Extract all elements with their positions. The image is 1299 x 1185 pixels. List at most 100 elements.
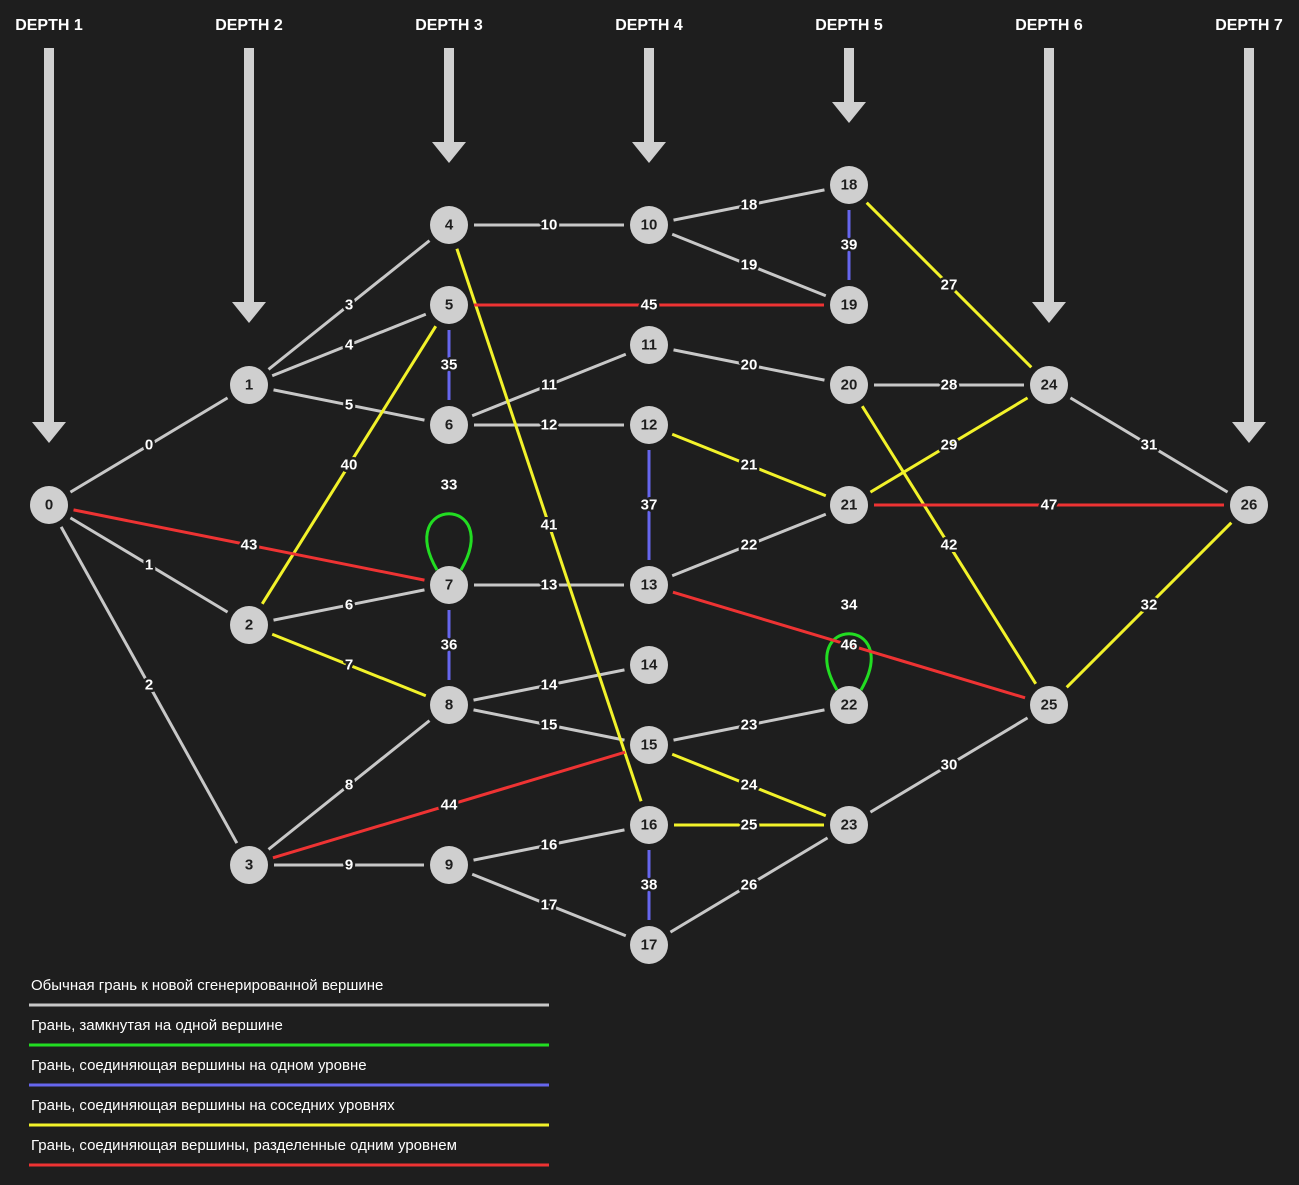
node-circle [430,406,468,444]
node-circle [1030,366,1068,404]
node-label: 6 [445,417,453,434]
node-circle [630,566,668,604]
edge-label-43: 43 [241,537,258,554]
node-label: 5 [445,297,453,314]
node-label: 12 [641,417,658,434]
edge-label-23: 23 [741,717,758,734]
edge-label-33: 33 [441,477,458,494]
node-label: 26 [1241,497,1258,514]
legend-label: Обычная грань к новой сгенерированной ве… [31,977,383,994]
edge-label-3: 3 [345,297,353,314]
edge-1 [69,516,229,614]
depth-label-3: DEPTH 3 [415,17,483,34]
legend-label: Грань, соединяющая вершины на одном уров… [31,1057,367,1074]
node-circle [630,926,668,964]
down-arrow-icon [1232,422,1266,443]
edge-23 [673,708,825,742]
node-10: 10 [630,206,668,244]
down-arrow-icon [32,422,66,443]
node-label: 10 [641,217,658,234]
node-circle [230,846,268,884]
edge-29 [869,396,1029,494]
legend-item-loop: Грань, замкнутая на одной вершине [29,1017,549,1047]
node-label: 0 [45,497,53,514]
node-15: 15 [630,726,668,764]
edge-27 [865,201,1033,369]
down-arrow-icon [1032,302,1066,323]
edge-label-45: 45 [641,297,658,314]
edge-22 [671,512,827,578]
nodes: 0123456789101112131415161718192021222324… [30,166,1268,964]
node-20: 20 [830,366,868,404]
edge-11 [471,352,627,418]
depth-arrow-shaft-5 [844,48,854,103]
edge-label-37: 37 [641,497,658,514]
edge-30 [869,716,1029,814]
edge-label-30: 30 [941,757,958,774]
edge-label-8: 8 [345,777,353,794]
depth-label-6: DEPTH 6 [1015,17,1083,34]
edge-33 [425,512,473,571]
node-circle [1030,686,1068,724]
node-label: 22 [841,697,858,714]
node-label: 24 [1041,377,1058,394]
node-circle [630,406,668,444]
edge-41 [455,248,643,802]
edge-label-47: 47 [1041,497,1058,514]
edge-32 [1065,521,1233,689]
node-7: 7 [430,566,468,604]
node-circle [830,686,868,724]
edge-40 [260,325,438,605]
edge-label-25: 25 [741,817,758,834]
node-circle [430,566,468,604]
edge-46 [672,590,1026,700]
edge-label-13: 13 [541,577,558,594]
node-label: 7 [445,577,453,594]
edge-17 [471,872,627,938]
node-label: 18 [841,177,858,194]
node-21: 21 [830,486,868,524]
node-circle [830,166,868,204]
down-arrow-icon [832,102,866,123]
edge-label-41: 41 [541,517,558,534]
depth-arrow-shaft-1 [44,48,54,423]
node-circle [830,806,868,844]
edge-21 [671,432,827,498]
node-label: 17 [641,937,658,954]
edge-15 [473,708,625,742]
edge-label-24: 24 [741,777,758,794]
down-arrow-icon [432,142,466,163]
depth-label-7: DEPTH 7 [1215,17,1283,34]
edge-0 [69,396,229,494]
node-1: 1 [230,366,268,404]
node-circle [830,366,868,404]
node-22: 22 [830,686,868,724]
edge-label-20: 20 [741,357,758,374]
edge-label-31: 31 [1141,437,1158,454]
node-24: 24 [1030,366,1068,404]
edge-label-35: 35 [441,357,458,374]
depth-arrow-shaft-6 [1044,48,1054,303]
legend-item-skip-level: Грань, соединяющая вершины, разделенные … [29,1137,549,1167]
edge-26 [669,836,829,934]
node-12: 12 [630,406,668,444]
edge-31 [1069,396,1229,494]
node-circle [430,846,468,884]
depth-arrow-shaft-2 [244,48,254,303]
edge-34 [825,632,873,691]
depth-label-1: DEPTH 1 [15,17,83,34]
node-label: 20 [841,377,858,394]
depth-label-2: DEPTH 2 [215,17,283,34]
edge-label-10: 10 [541,217,558,234]
depth-label-4: DEPTH 4 [615,17,683,34]
edge-label-46: 46 [841,637,858,654]
edge-label-2: 2 [145,677,153,694]
node-label: 8 [445,697,453,714]
edge-label-17: 17 [541,897,558,914]
node-label: 14 [641,657,658,674]
node-label: 2 [245,617,253,634]
edge-label-42: 42 [941,537,958,554]
node-circle [430,286,468,324]
legend-item-same-level: Грань, соединяющая вершины на одном уров… [29,1057,549,1087]
